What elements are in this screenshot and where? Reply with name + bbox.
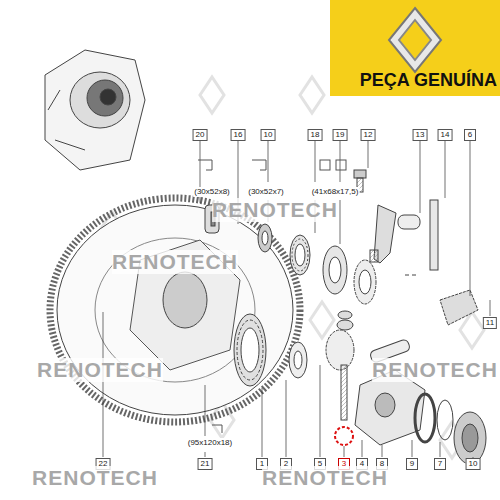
callout-number: 6 xyxy=(464,129,476,141)
leader-lines xyxy=(103,141,490,465)
bearing-95 xyxy=(234,314,266,386)
highlight-ring xyxy=(335,427,353,445)
sensor-shaft xyxy=(398,200,438,275)
oil-seal-16 xyxy=(258,224,272,252)
callout-number: 10 xyxy=(261,129,276,141)
dimension-label: (41x68x17,5) xyxy=(311,187,360,197)
callout-number: 7 xyxy=(434,458,446,470)
gearbox-housing xyxy=(45,50,145,170)
gear-ring xyxy=(354,260,376,304)
bearing-large xyxy=(323,246,347,294)
end-cover xyxy=(454,412,486,464)
callout-number: 20 xyxy=(193,129,208,141)
brand-label: PEÇA GENUÍNA xyxy=(360,70,497,91)
dimension-icons xyxy=(198,160,346,433)
callout-number: 21 xyxy=(198,458,213,470)
circlips xyxy=(415,394,453,442)
callout-number: 19 xyxy=(333,129,348,141)
watermark: RENOTECH xyxy=(372,358,498,382)
washer xyxy=(289,342,307,378)
callout-number: 9 xyxy=(406,458,418,470)
dimension-label: (30x52x8) xyxy=(193,187,231,197)
renault-logo xyxy=(389,8,441,72)
pinion-11 xyxy=(440,290,478,325)
callout-number: 18 xyxy=(308,129,323,141)
dimension-label: (30x52x7) xyxy=(247,187,285,197)
callout-number: 10 xyxy=(466,458,481,470)
callout-number: 11 xyxy=(483,317,497,329)
ring-gear xyxy=(50,198,300,422)
brand-panel xyxy=(330,0,500,96)
dimension-label: (95x120x18) xyxy=(187,438,233,448)
planet-gears xyxy=(326,311,354,420)
watermark: RENOTECH xyxy=(112,250,238,274)
callout-number: 14 xyxy=(438,129,453,141)
callout-number: 12 xyxy=(361,129,376,141)
watermark: RENOTECH xyxy=(212,198,338,222)
callout-number: 13 xyxy=(413,129,428,141)
watermark: RENOTECH xyxy=(262,466,388,490)
callout-number: 16 xyxy=(231,129,246,141)
speedo-gear xyxy=(370,205,396,263)
bearing xyxy=(290,235,310,275)
watermark: RENOTECH xyxy=(37,358,163,382)
watermark: RENOTECH xyxy=(32,466,158,490)
